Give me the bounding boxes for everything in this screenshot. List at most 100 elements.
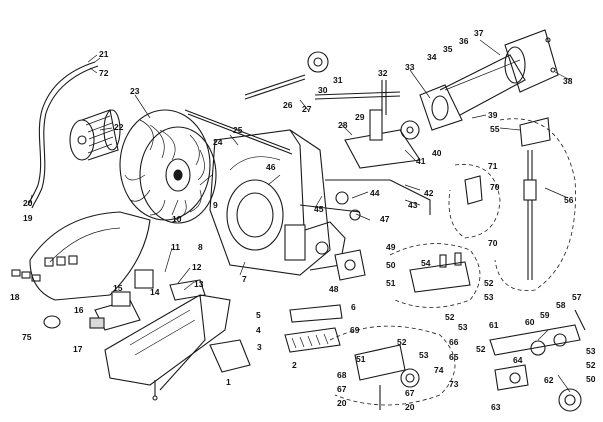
label-1: 1	[226, 377, 231, 387]
air-damper-linkage	[299, 179, 431, 221]
label-14: 14	[150, 287, 160, 297]
label-67-a: 67	[337, 384, 347, 394]
label-72: 72	[99, 68, 109, 78]
label-24: 24	[213, 137, 223, 147]
label-65: 65	[449, 352, 459, 362]
label-10: 10	[172, 214, 182, 224]
label-58: 58	[556, 300, 566, 310]
label-40: 40	[432, 148, 442, 158]
label-50-b: 50	[586, 374, 596, 384]
electrode-rods	[184, 51, 401, 155]
label-46: 46	[266, 162, 276, 172]
label-37: 37	[474, 28, 484, 38]
label-7: 7	[242, 274, 247, 284]
label-41: 41	[416, 156, 426, 166]
label-50-a: 50	[386, 260, 396, 270]
label-18: 18	[10, 292, 20, 302]
nozzle-holder	[489, 309, 586, 412]
label-55: 55	[490, 124, 500, 134]
base-plate	[104, 294, 251, 401]
label-48: 48	[329, 284, 339, 294]
label-4: 4	[256, 325, 261, 335]
label-74: 74	[434, 365, 444, 375]
label-44: 44	[370, 188, 380, 198]
label-36: 36	[459, 36, 469, 46]
label-59: 59	[540, 310, 550, 320]
label-64: 64	[513, 355, 523, 365]
label-51-b: 51	[356, 354, 366, 364]
nozzle-assembly	[329, 325, 456, 410]
label-49: 49	[386, 242, 396, 252]
label-19: 19	[23, 213, 33, 223]
label-75: 75	[22, 332, 32, 342]
motor	[69, 109, 121, 161]
label-27: 27	[302, 104, 312, 114]
label-68: 68	[337, 370, 347, 380]
label-35: 35	[443, 44, 453, 54]
label-45: 45	[314, 204, 324, 214]
label-54: 54	[421, 258, 431, 268]
label-21: 21	[99, 49, 109, 59]
fuel-pump	[334, 243, 481, 308]
label-33: 33	[405, 62, 415, 72]
label-32: 32	[378, 68, 388, 78]
label-61: 61	[489, 320, 499, 330]
small-plugs	[11, 269, 41, 282]
label-53-a: 53	[484, 292, 494, 302]
label-56: 56	[564, 195, 574, 205]
label-28: 28	[338, 120, 348, 130]
label-52-d: 52	[476, 344, 486, 354]
label-70-b: 70	[488, 238, 498, 248]
burner-housing	[209, 129, 346, 276]
power-cable	[27, 57, 101, 209]
label-51-a: 51	[386, 278, 396, 288]
control-box	[43, 269, 206, 331]
label-26: 26	[283, 100, 293, 110]
label-25: 25	[233, 125, 243, 135]
label-3: 3	[257, 342, 262, 352]
label-22: 22	[114, 122, 124, 132]
label-53-c: 53	[419, 350, 429, 360]
grille-plate	[284, 304, 343, 353]
label-38: 38	[563, 76, 573, 86]
label-52-e: 52	[586, 360, 596, 370]
label-67-b: 67	[405, 388, 415, 398]
blast-tube-assembly	[419, 29, 559, 131]
label-52-c: 52	[397, 337, 407, 347]
label-31: 31	[333, 75, 343, 85]
label-53-d: 53	[586, 346, 596, 356]
label-43: 43	[408, 200, 418, 210]
label-12: 12	[192, 262, 202, 272]
label-71: 71	[488, 161, 498, 171]
label-16: 16	[74, 305, 84, 315]
label-73: 73	[449, 379, 459, 389]
label-57: 57	[572, 292, 582, 302]
label-66: 66	[449, 337, 459, 347]
label-5: 5	[256, 310, 261, 320]
label-30: 30	[318, 85, 328, 95]
label-62: 62	[544, 375, 554, 385]
leader-lines	[29, 39, 571, 393]
part-number-labels: 21 72 22 23 20 19 18 11 12 13 14 15 16 1…	[10, 28, 596, 412]
electrode-bracket	[344, 80, 421, 169]
label-52-b: 52	[445, 312, 455, 322]
label-63: 63	[491, 402, 501, 412]
label-47: 47	[380, 214, 390, 224]
label-11: 11	[171, 242, 180, 252]
label-42: 42	[424, 188, 434, 198]
label-60: 60	[525, 317, 535, 327]
label-39: 39	[488, 110, 498, 120]
label-34: 34	[427, 52, 437, 62]
label-69: 69	[350, 325, 360, 335]
label-53-b: 53	[458, 322, 468, 332]
label-13: 13	[194, 279, 204, 289]
label-20-c: 20	[337, 398, 347, 408]
label-2: 2	[292, 360, 297, 370]
label-70-a: 70	[490, 182, 500, 192]
cover-hood	[29, 211, 151, 301]
label-52-a: 52	[484, 278, 494, 288]
label-20-d: 20	[405, 402, 415, 412]
label-6: 6	[351, 302, 356, 312]
fan-impeller	[119, 109, 217, 224]
